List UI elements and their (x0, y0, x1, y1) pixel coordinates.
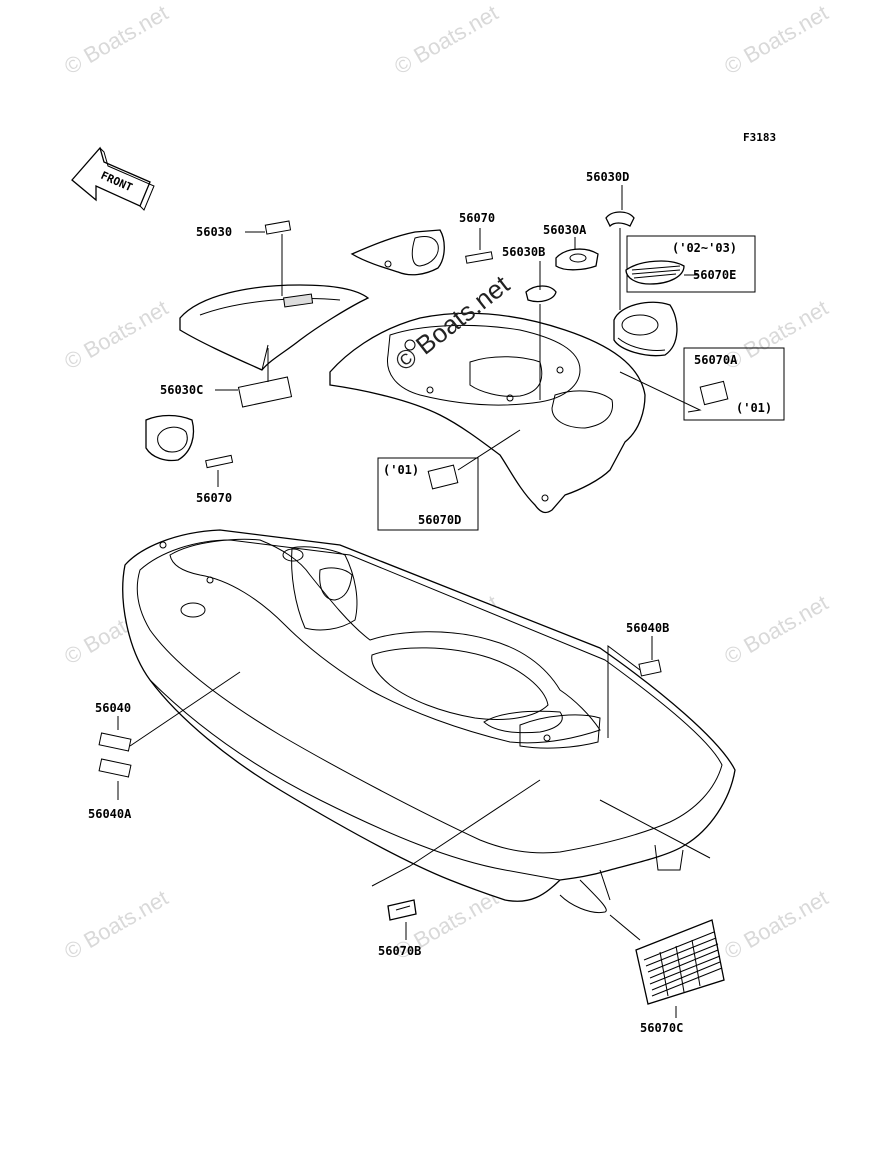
note-02-03: ('02~'03) (672, 241, 737, 255)
decal-56070B (387, 899, 417, 921)
label-56030D: 56030D (586, 170, 629, 184)
label-56070-top: 56070 (459, 211, 495, 225)
watermark: © Boats.net (720, 0, 832, 79)
decal-56070-left (205, 454, 234, 469)
decal-56070E (625, 260, 685, 285)
figure-code: F3183 (743, 131, 776, 144)
label-56070-left: 56070 (196, 491, 232, 505)
decal-56030C (237, 376, 293, 408)
part-56030D (605, 211, 635, 228)
watermark: © Boats.net (390, 0, 502, 79)
watermark: © Boats.net (720, 590, 832, 669)
label-56030B: 56030B (502, 245, 545, 259)
watermark: © Boats.net (720, 885, 832, 964)
front-cover-part (179, 284, 370, 371)
label-56030A: 56030A (543, 223, 587, 237)
mirror-part-left (145, 414, 195, 462)
decal-56040A (98, 758, 132, 778)
note-01-A: ('01) (736, 401, 772, 415)
instrument-cluster-part (613, 301, 678, 357)
decal-56070D (427, 464, 459, 490)
decal-56040 (98, 732, 132, 752)
label-56070A: 56070A (694, 353, 738, 367)
label-56030: 56030 (196, 225, 232, 239)
label-56040A: 56040A (88, 807, 132, 821)
year-box-01-D (377, 457, 479, 531)
decal-56040B (638, 659, 662, 677)
decal-56070-top (465, 251, 494, 264)
front-arrow-icon: FRONT (71, 146, 155, 211)
watermark: © Boats.net (60, 295, 172, 374)
note-01-D: ('01) (383, 463, 419, 477)
hull-part (122, 529, 736, 914)
decal-56070C (635, 919, 725, 1005)
decal-56070A (699, 380, 729, 406)
part-56030B (525, 285, 557, 303)
deck-part (329, 312, 646, 514)
label-56070D: 56070D (418, 513, 461, 527)
year-box-01-A (683, 347, 785, 421)
year-box-02-03 (626, 235, 756, 293)
label-56070C: 56070C (640, 1021, 683, 1035)
decal-56030 (264, 220, 292, 235)
label-56040B: 56040B (626, 621, 669, 635)
mirror-part-top (350, 229, 445, 276)
watermark: © Boats.net (60, 885, 172, 964)
label-56070E: 56070E (693, 268, 736, 282)
watermark: © Boats.net (60, 0, 172, 79)
label-56030C: 56030C (160, 383, 203, 397)
label-56040: 56040 (95, 701, 131, 715)
label-56070B: 56070B (378, 944, 421, 958)
part-56030A (555, 248, 599, 271)
